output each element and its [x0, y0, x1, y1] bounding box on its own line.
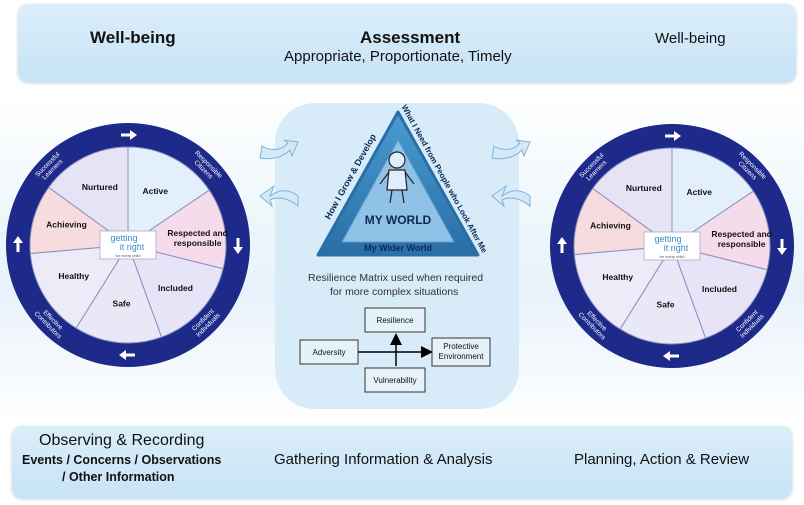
- header-title: Assessment: [360, 28, 461, 47]
- adversity-box: [299, 339, 359, 365]
- header-left-label: Well-being: [90, 28, 176, 47]
- protective-environment-box: [431, 337, 491, 367]
- footer-right: Planning, Action & Review: [574, 451, 750, 468]
- vulnerability-box: [364, 367, 426, 393]
- left-wheel-label-active: Active: [142, 186, 168, 196]
- left-wheel-center-logo: [99, 230, 157, 260]
- left-wheel-logo-line3: for every child: [116, 253, 141, 258]
- protective-label: Protective: [443, 342, 479, 351]
- child-figure-icon: [379, 151, 415, 204]
- right-wheel-label-safe: Safe: [657, 300, 675, 310]
- left-wheel-logo-line1: getting: [110, 233, 137, 243]
- triangle-center-label: MY WORLD: [365, 213, 432, 227]
- header-subtitle: Appropriate, Proportionate, Timely: [284, 48, 512, 65]
- right-wheel-logo-line3: for every child: [660, 254, 685, 259]
- right-wheel-label-achieving: Achieving: [590, 220, 631, 230]
- header-band: [18, 4, 796, 82]
- right-wheel-segment-safe: [619, 244, 707, 345]
- triangle-bottom-side: My Wider World: [364, 243, 432, 253]
- right-wheel-segment-nurtured: [592, 147, 673, 247]
- left-wheel-label-included: Included: [158, 283, 193, 293]
- left-wheel-arrow-bottom-icon: [119, 350, 135, 360]
- footer-left-line2: Events / Concerns / Observations: [22, 453, 222, 467]
- left-wheel-segment-healthy: [29, 244, 129, 329]
- resilience-box: [364, 307, 426, 333]
- arrow-left-top-icon: [259, 139, 299, 160]
- right-wheel-segment-included: [671, 245, 768, 339]
- right-wheel-arrow-right-icon: [777, 239, 787, 255]
- right-wheel-label-nurtured: Nurtured: [626, 183, 662, 193]
- arrow-left-bottom-icon: [259, 184, 299, 208]
- arrow-right-bottom-icon: [491, 184, 531, 208]
- left-wheel-segment-safe: [75, 243, 163, 344]
- left-wheel-label-achieving: Achieving: [46, 219, 87, 229]
- right-wheel-segment-active: [671, 147, 754, 247]
- right-wheel-center-logo: [643, 231, 701, 261]
- footer-left-line3: / Other Information: [62, 470, 175, 484]
- right-wheel-segment-healthy: [573, 245, 673, 330]
- right-wheel-arrow-left-icon: [557, 237, 567, 253]
- right-wheel-arrow-bottom-icon: [663, 351, 679, 361]
- footer-band: [12, 426, 792, 498]
- resilience-caption-line1: Resilience Matrix used when required: [308, 272, 484, 284]
- left-wheel-arrow-right-icon: [233, 238, 243, 254]
- environment-label: Environment: [439, 352, 485, 361]
- right-wheel-logo-line2: it right: [664, 243, 689, 253]
- adversity-label: Adversity: [313, 348, 346, 357]
- right-wheel-label-healthy: Healthy: [602, 272, 633, 282]
- header-right-label: Well-being: [655, 30, 726, 47]
- left-wheel-logo-line2: it right: [120, 242, 145, 252]
- left-wheel-arrow-top-icon: [121, 130, 137, 140]
- right-wheel-label-active: Active: [686, 187, 712, 197]
- right-wheel-label-included: Included: [702, 284, 737, 294]
- footer-left-title: Observing & Recording: [39, 432, 205, 449]
- resilience-label: Resilience: [377, 316, 414, 325]
- right-wheel-logo-line1: getting: [654, 234, 681, 244]
- left-wheel-label-healthy: Healthy: [58, 271, 89, 281]
- resilience-caption-line2: for more complex situations: [330, 286, 459, 298]
- left-wheel-label-nurtured: Nurtured: [82, 182, 118, 192]
- arrow-right-top-icon: [491, 139, 531, 160]
- left-wheel-segment-included: [127, 244, 224, 338]
- left-wheel-arrow-left-icon: [13, 236, 23, 252]
- left-wheel-segment-active: [127, 146, 210, 246]
- footer-center: Gathering Information & Analysis: [274, 451, 493, 468]
- vulnerability-label: Vulnerability: [373, 376, 416, 385]
- right-wheel-arrow-top-icon: [665, 131, 681, 141]
- left-wheel-label-safe: Safe: [113, 299, 131, 309]
- left-wheel-segment-nurtured: [48, 146, 129, 246]
